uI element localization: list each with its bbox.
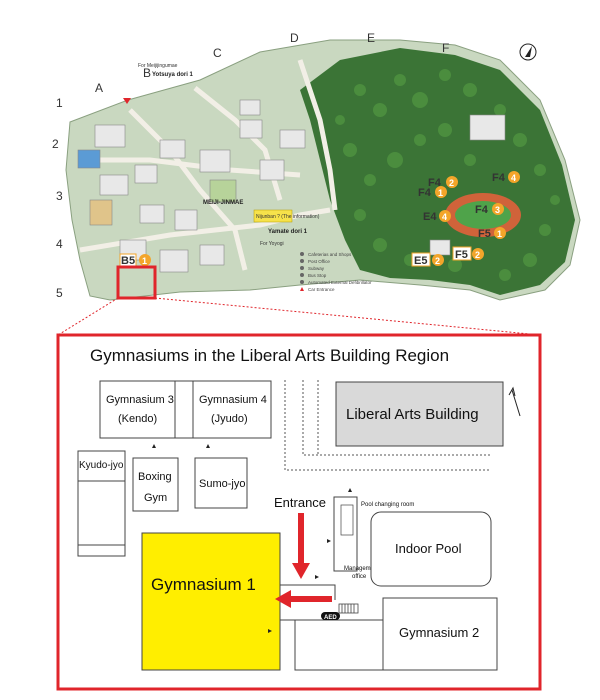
badge-code: F4 [492, 172, 506, 184]
indoor-pool[interactable] [370, 511, 492, 587]
badge-num: 4 [511, 173, 516, 183]
corridor-lines [280, 584, 400, 671]
grid-row-label: 5 [56, 286, 63, 300]
gymnasium-1[interactable] [141, 532, 281, 671]
badge-num: 3 [495, 205, 500, 215]
dotted-paths [284, 380, 490, 471]
gymnasium-4[interactable] [192, 380, 272, 439]
grid-col-label: B [143, 66, 151, 80]
boxing-gym[interactable] [132, 457, 179, 512]
management-label-1: Management [344, 566, 379, 572]
gym4-sub: (Jyudo) [211, 413, 248, 425]
grid-col-label: A [95, 81, 103, 95]
grid-row-label: 4 [56, 237, 63, 251]
leader-line [154, 297, 541, 336]
grid-col-label: C [213, 46, 222, 60]
forest-texture [335, 69, 560, 281]
pool-changing-label: Pool changing room [361, 502, 414, 508]
badge-num: 2 [475, 250, 480, 260]
grid-row-label: 1 [56, 96, 63, 110]
badge-code: F5 [455, 249, 468, 261]
grid-col-label: D [290, 31, 299, 45]
badge-code: E5 [414, 255, 427, 267]
kyudo-label: Kyudo-jyo [79, 460, 124, 471]
gym1-arrow-icon [275, 590, 332, 608]
gym2-label: Gymnasium 2 [399, 625, 479, 640]
badge-code: F4 [475, 204, 489, 216]
legend-item: Post Office [308, 259, 330, 264]
liberal-arts-label: Liberal Arts Building [346, 406, 479, 423]
pool-changing-inner [340, 504, 354, 536]
entrance-label: Entrance [274, 495, 326, 510]
badge-code: F5 [478, 228, 491, 240]
legend-item: Automated External Defibrillator [308, 280, 372, 285]
gym3-sub: (Kendo) [118, 413, 157, 425]
compass-icon [519, 43, 537, 61]
boxing-label-1: Boxing [138, 471, 172, 483]
road-label-meiji: MEIJI-JINMAE [203, 200, 243, 206]
road-label-yamate: Yamate dori 1 [268, 229, 308, 235]
direction-label: For Yoyogi [260, 241, 284, 247]
grid-col-label: E [367, 31, 375, 45]
badge-code: F4 [418, 187, 432, 199]
legend-item: Car Entrance [308, 287, 335, 292]
grid-columns: A B C D E F [95, 31, 449, 95]
badge-num: 1 [438, 188, 443, 198]
grid-row-label: 3 [56, 189, 63, 203]
pool-changing-room[interactable] [333, 496, 358, 572]
indoor-pool-label: Indoor Pool [395, 541, 462, 556]
entrance-marker-icon [348, 488, 352, 492]
aed-badge [321, 612, 340, 620]
entrance-marker-icon [206, 444, 210, 448]
badge-code: E4 [423, 211, 437, 223]
grid-rows: 1 2 3 4 5 [52, 96, 63, 300]
highlight-region [116, 265, 157, 300]
entrance-arrow-icon [292, 513, 310, 579]
entrance-marker-icon [315, 575, 319, 579]
entrance-marker-icon [327, 539, 331, 543]
forest-area [300, 48, 575, 295]
liberal-arts-building[interactable] [335, 381, 504, 447]
entrance-marker-icon [268, 629, 272, 633]
badge-num: 4 [442, 212, 447, 222]
badge-num: 1 [142, 256, 147, 266]
sumo-label: Sumo-jyo [199, 478, 245, 490]
badge-code: B5 [121, 255, 135, 267]
info-box-label: Nijunban ? (The information) [256, 214, 320, 220]
badge-num: 2 [449, 178, 454, 188]
detail-title: Gymnasiums in the Liberal Arts Building … [90, 346, 449, 365]
boxing-label-2: Gym [144, 492, 167, 504]
north-arrow-icon [508, 386, 521, 417]
info-box [253, 209, 293, 223]
gymnasium-2[interactable] [382, 597, 498, 671]
badge-num: 2 [435, 256, 440, 266]
direction-label: For Meijijingumae [138, 63, 178, 69]
management-label-2: office [352, 574, 367, 580]
kyudo-jyo[interactable] [77, 450, 126, 557]
sumo-jyo[interactable] [194, 457, 248, 509]
building-badges: B5 1 F4 2 F4 1 F4 4 F4 3 E4 4 F5 1 E5 2 [119, 171, 520, 267]
gymnasium-3[interactable] [99, 380, 194, 439]
gym3-label: Gymnasium 3 [106, 394, 174, 406]
gym1-label: Gymnasium 1 [151, 575, 256, 594]
stairs-icon [338, 603, 359, 614]
road-label-yotsuya: Yotsuya dori 1 [152, 72, 194, 78]
grid-col-label: F [442, 41, 449, 55]
legend-item: Bus Stop [308, 273, 327, 278]
car-entrance-icon [123, 98, 131, 104]
entrance-marker-icon [152, 444, 156, 448]
badge-num: 1 [497, 229, 502, 239]
aed-label: AED [324, 615, 337, 621]
gym4-label: Gymnasium 4 [199, 394, 267, 406]
legend-item: Cafeterias and Shops [308, 252, 352, 257]
grid-row-label: 2 [52, 137, 59, 151]
legend-item: Subway [308, 266, 325, 271]
badge-code: F4 [428, 177, 442, 189]
map-legend: Cafeterias and Shops Post Office Subway … [300, 252, 372, 292]
